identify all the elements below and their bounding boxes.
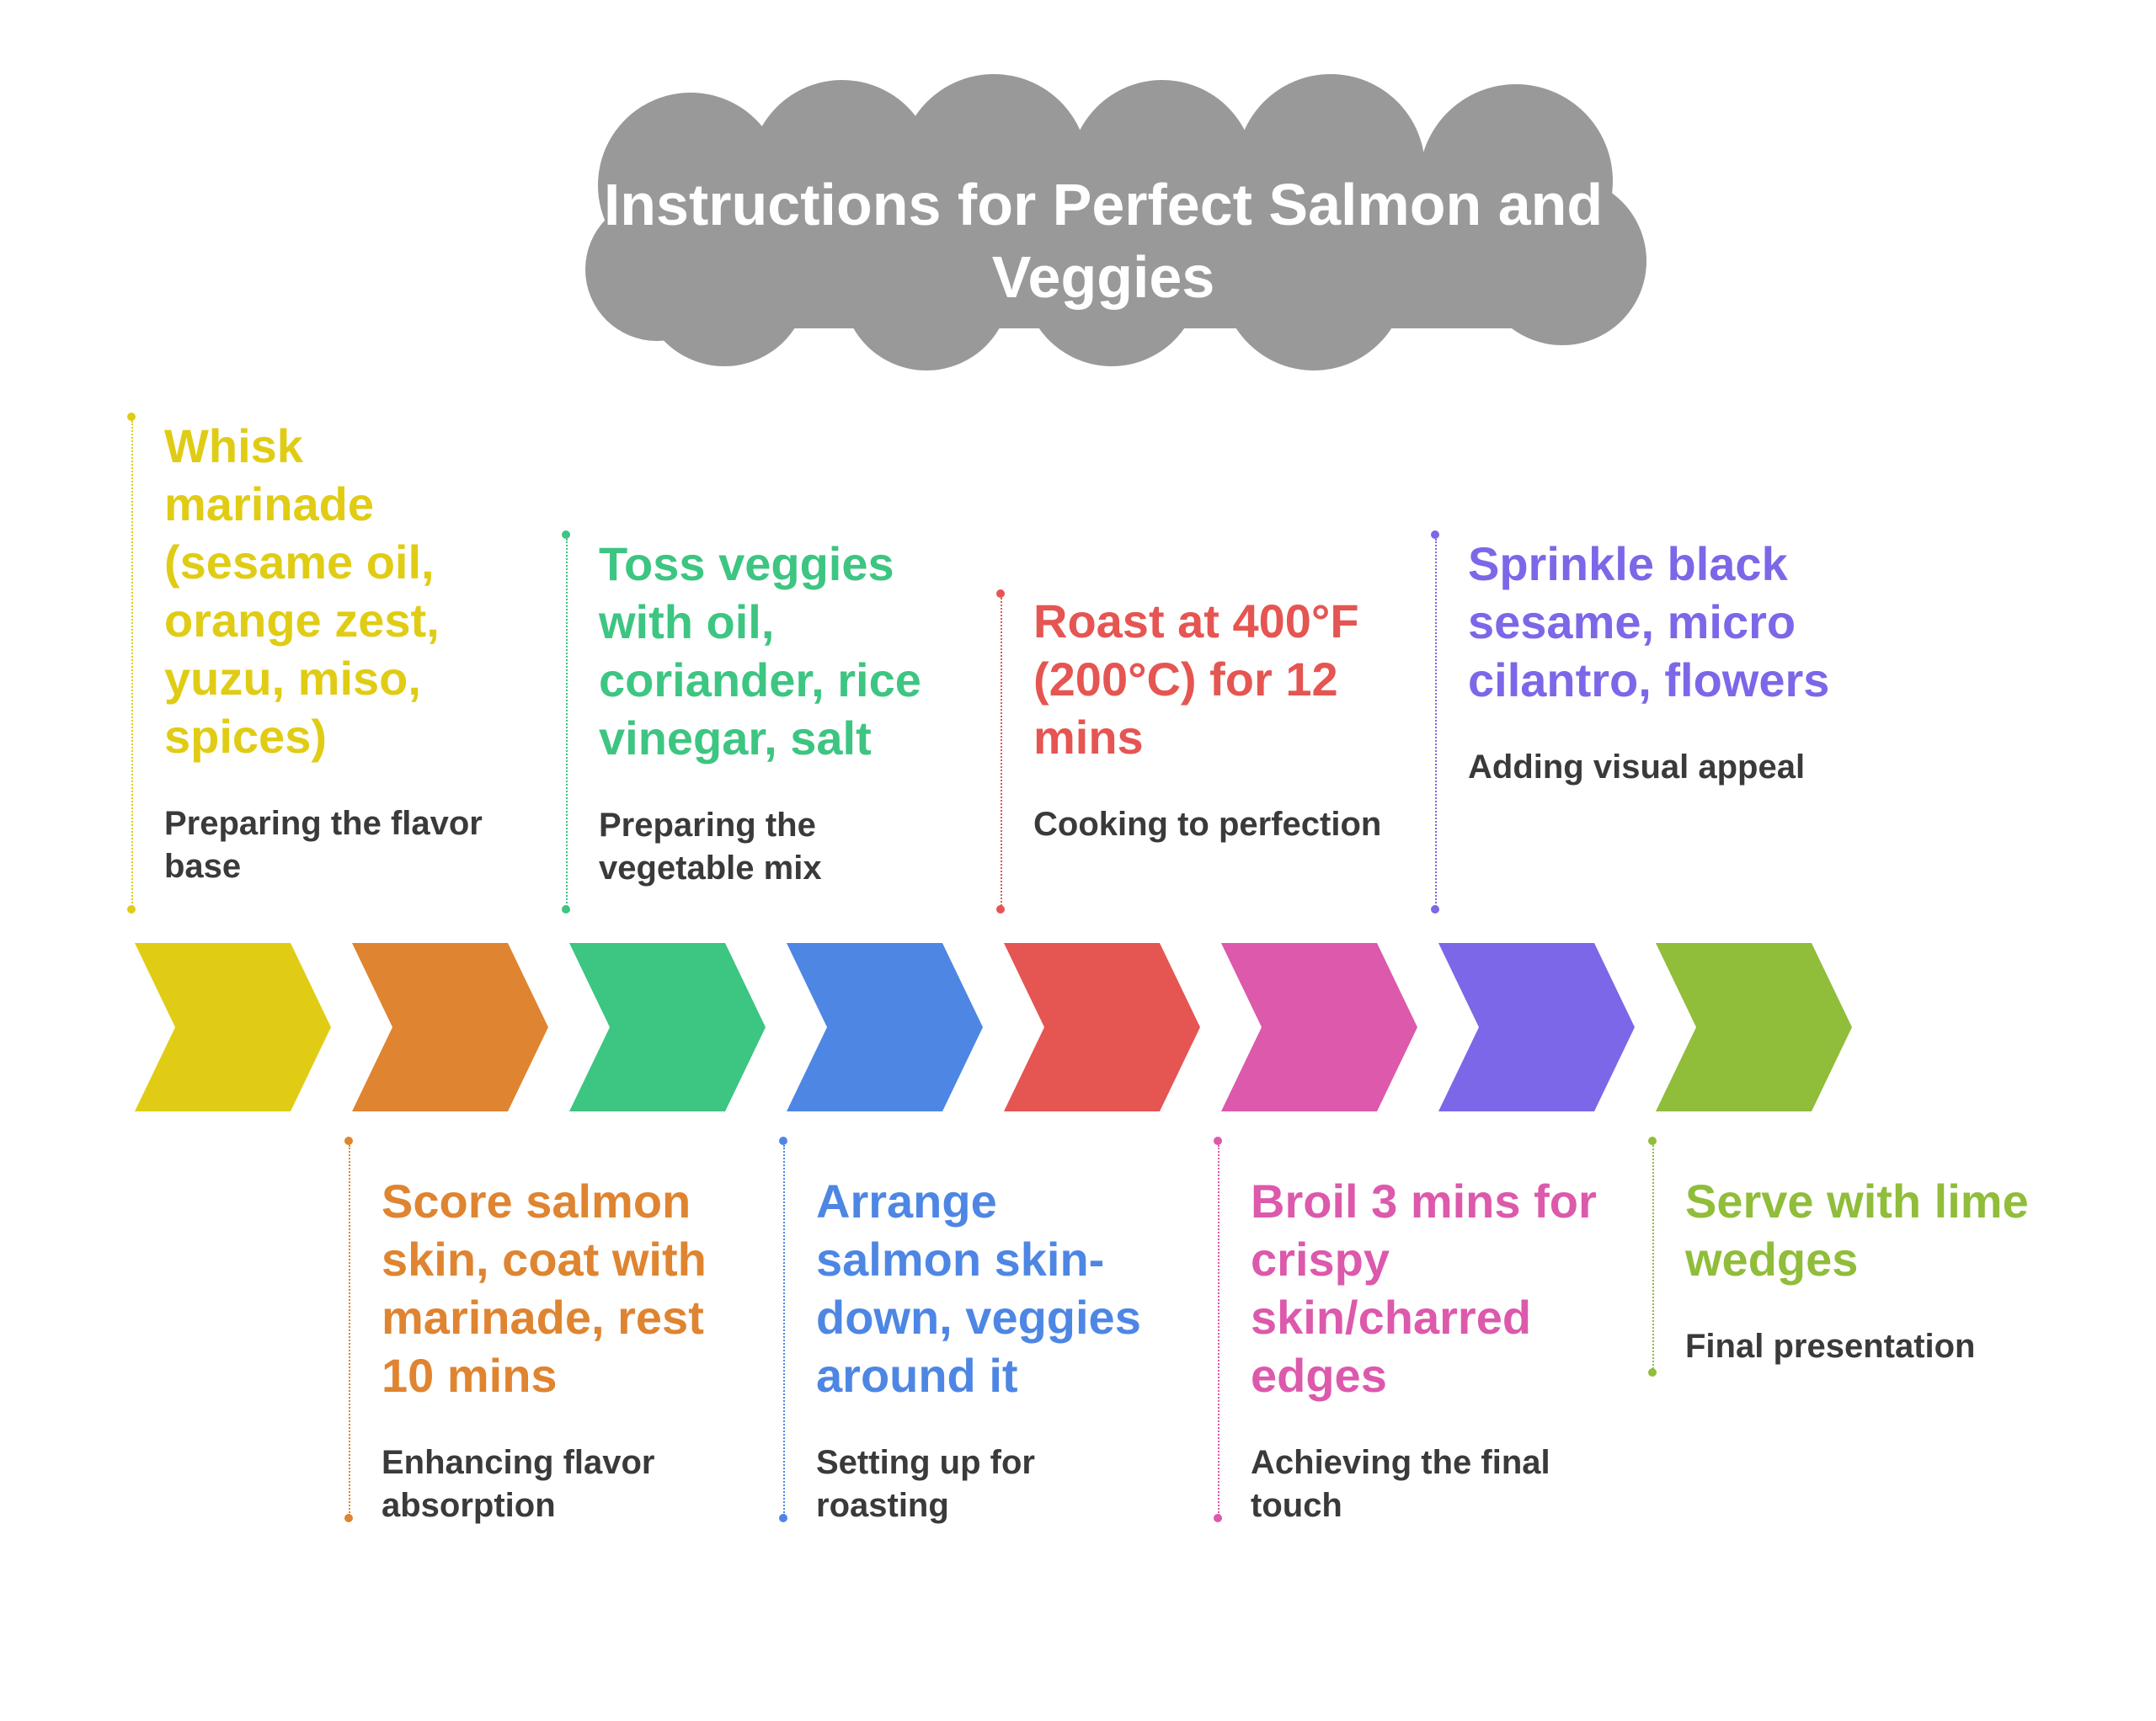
title-cloud: [585, 74, 1646, 370]
step-label: Sprinkle black sesame, micro cilantro, f…: [1468, 537, 1830, 706]
step-description: Adding visual appeal: [1468, 749, 1806, 786]
step-2: Score salmon skin, coat with marinade, r…: [382, 1172, 735, 1527]
step-label: Broil 3 mins for crispy skin/charred edg…: [1251, 1175, 1597, 1402]
step-4: Arrange salmon skin-down, veggies around…: [816, 1172, 1153, 1527]
page-title: Instructions for Perfect Salmon and Vegg…: [603, 172, 1604, 310]
step-description: Achieving the final touch: [1251, 1444, 1550, 1524]
chevron-arrow-icon: [135, 943, 331, 1111]
step-description: Preparing the vegetable mix: [599, 807, 822, 887]
step-5: Roast at 400°F (200°C) for 12 mins Cooki…: [1033, 592, 1387, 846]
connector-line: [566, 539, 568, 909]
connector-dot: [1648, 1368, 1657, 1377]
chevron-arrow-icon: [1656, 943, 1852, 1111]
step-description: Preparing the flavor base: [164, 805, 483, 885]
connector-dot: [344, 1514, 353, 1522]
chevron-arrow-icon: [352, 943, 548, 1111]
connector-dot: [127, 905, 136, 914]
connector-line: [131, 421, 133, 909]
connector-line: [1218, 1145, 1219, 1516]
connector-dot: [996, 905, 1005, 914]
step-7: Sprinkle black sesame, micro cilantro, f…: [1468, 535, 1830, 789]
connector-line: [1435, 539, 1437, 909]
chevron-arrow-icon: [787, 943, 983, 1111]
step-description: Cooking to perfection: [1033, 806, 1382, 843]
step-1: Whisk marinade (sesame oil, orange zest,…: [164, 417, 493, 888]
step-8: Serve with lime wedges Final presentatio…: [1685, 1172, 2073, 1368]
chevron-arrow-icon: [1438, 943, 1635, 1111]
connector-dot: [127, 413, 136, 421]
step-label: Roast at 400°F (200°C) for 12 mins: [1033, 594, 1359, 764]
connector-dot: [1431, 530, 1439, 539]
connector-dot: [1214, 1137, 1222, 1145]
connector-dot: [1648, 1137, 1657, 1145]
connector-dot: [779, 1137, 787, 1145]
connector-dot: [996, 589, 1005, 598]
step-label: Whisk marinade (sesame oil, orange zest,…: [164, 419, 440, 763]
step-label: Toss veggies with oil, coriander, rice v…: [599, 537, 921, 765]
chevron-arrow-icon: [569, 943, 766, 1111]
chevron-arrow-icon: [1221, 943, 1417, 1111]
step-description: Final presentation: [1685, 1328, 1976, 1365]
step-description: Enhancing flavor absorption: [382, 1444, 655, 1524]
connector-dot: [1431, 905, 1439, 914]
connector-dot: [344, 1137, 353, 1145]
connector-line: [1001, 598, 1002, 909]
step-description: Setting up for roasting: [816, 1444, 1035, 1524]
connector-dot: [562, 905, 570, 914]
connector-line: [783, 1145, 785, 1516]
connector-dot: [1214, 1514, 1222, 1522]
step-6: Broil 3 mins for crispy skin/charred edg…: [1251, 1172, 1613, 1527]
connector-line: [349, 1145, 350, 1516]
step-label: Arrange salmon skin-down, veggies around…: [816, 1175, 1141, 1402]
connector-line: [1652, 1145, 1654, 1372]
step-label: Serve with lime wedges: [1685, 1175, 2029, 1286]
step-label: Score salmon skin, coat with marinade, r…: [382, 1175, 707, 1402]
chevron-arrow-icon: [1004, 943, 1200, 1111]
connector-dot: [562, 530, 570, 539]
connector-dot: [779, 1514, 787, 1522]
step-3: Toss veggies with oil, coriander, rice v…: [599, 535, 936, 890]
